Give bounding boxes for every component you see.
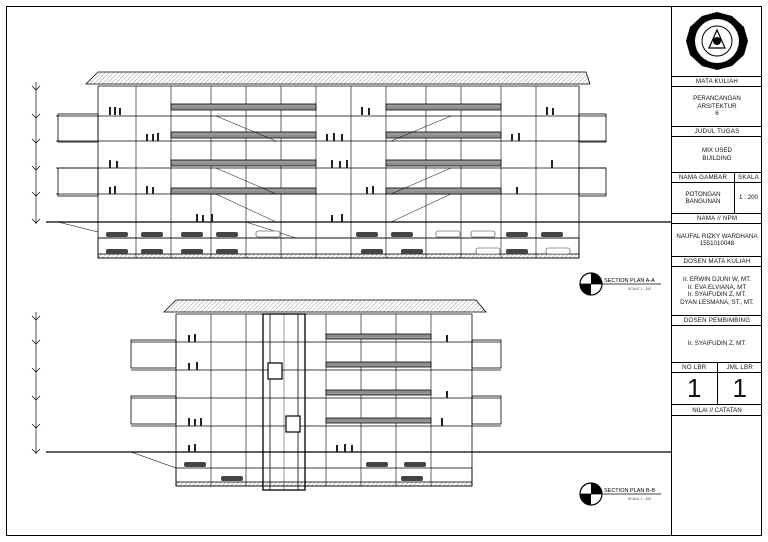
section-b-title-mark: SECTION PLAN B-B SCALE 1 : 200 xyxy=(579,482,661,506)
section-b-b xyxy=(46,299,671,491)
student-label: NAMA // NPM xyxy=(672,213,762,224)
section-a-scale: SCALE 1 : 200 xyxy=(628,287,651,291)
drawing-name: POTONGAN BANGUNAN xyxy=(672,183,735,213)
advisor-label: DOSEN PEMBIMBING xyxy=(672,315,762,326)
sheet-values: 1 1 xyxy=(672,373,762,405)
student-npm: 1551010048 xyxy=(699,240,735,247)
sheet-no-label: NO LBR xyxy=(672,363,718,372)
university-seal-icon xyxy=(686,12,748,70)
drawing-scale-values: POTONGAN BANGUNAN 1 : 200 xyxy=(672,183,762,213)
lecturer-label: DOSEN MATA KULIAH xyxy=(672,256,762,267)
section-drawings: SECTION PLAN A-A SCALE 1 : 200 xyxy=(31,71,671,506)
level-markers-a xyxy=(31,82,41,224)
level-markers-b xyxy=(31,312,41,454)
section-b-title: SECTION PLAN B-B xyxy=(604,488,655,494)
section-a-title-mark: SECTION PLAN A-A SCALE 1 : 200 xyxy=(579,272,661,296)
student-info: NAUFAL RIZKY WARDHANA 1551010048 xyxy=(672,224,762,256)
lecturer-list: Ir. ERWIN DJUNI W, MT. Ir. EVA ELVIANA, … xyxy=(680,276,754,306)
sheet-frame xyxy=(6,6,762,536)
course-name: PERANCANGAN ARSITEKTUR 6 xyxy=(693,95,741,118)
drawing-scale-header: NAMA GAMBAR SKALA xyxy=(672,172,762,183)
section-a-title: SECTION PLAN A-A xyxy=(604,278,655,284)
section-b-scale: SCALE 1 : 200 xyxy=(628,497,651,501)
assignment-name: MIX USED BUILDING xyxy=(702,147,732,162)
advisor-name: Ir. SYAIFUDIN Z, MT. xyxy=(687,340,747,348)
sheet-header: NO LBR JML LBR xyxy=(672,362,762,373)
title-block: MATA KULIAH PERANCANGAN ARSITEKTUR 6 JUD… xyxy=(671,6,762,536)
scale-value: 1 : 200 xyxy=(739,194,758,202)
sheet-count-label: JML LBR xyxy=(726,364,754,371)
sheet-count: 1 xyxy=(732,373,747,403)
sheet-no: 1 xyxy=(672,373,718,404)
drawing-label: NAMA GAMBAR xyxy=(672,173,735,182)
grade-label: NILAI // CATATAN xyxy=(672,405,762,416)
section-a-a xyxy=(46,71,671,259)
assignment-label: JUDUL TUGAS xyxy=(672,126,762,137)
student-name: NAUFAL RIZKY WARDHANA xyxy=(676,232,758,240)
course-label: MATA KULIAH xyxy=(672,76,762,87)
university-seal xyxy=(672,6,762,76)
scale-label: SKALA xyxy=(738,174,759,181)
